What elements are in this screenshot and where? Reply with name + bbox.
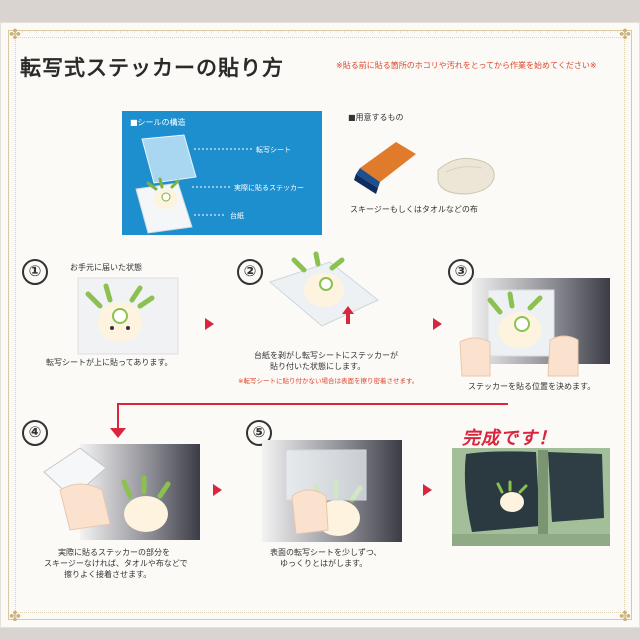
corner-ornament-icon: ✤ <box>619 609 631 625</box>
step-2-number: ② <box>237 259 263 285</box>
towel-icon <box>437 157 495 195</box>
step-3-number: ③ <box>448 259 474 285</box>
step-3-caption: ステッカーを貼る位置を決めます。 <box>468 382 596 391</box>
structure-title: ■シールの構造 <box>130 118 186 127</box>
preparation-notice: ※貼る前に貼る箇所のホコリや汚れをとってから作業を始めてください※ <box>336 61 597 70</box>
step-3-illustration <box>459 278 610 377</box>
label-sticker: 実際に貼るステッカー <box>234 184 304 192</box>
step-1-top-label: お手元に届いた状態 <box>70 263 142 272</box>
step-2-note: ※転写シートに貼り付かない場合は表面を擦り密着させます。 <box>238 377 419 385</box>
label-backing-paper: 台紙 <box>230 212 244 220</box>
step-1-caption: 転写シートが上に貼ってあります。 <box>46 358 173 367</box>
next-arrow-icon <box>433 318 442 330</box>
step-1-number: ① <box>22 259 48 285</box>
page-title: 転写式ステッカーの貼り方 <box>20 56 284 80</box>
sticker-structure-diagram: ■シールの構造 転写シート 実際に貼るステッカー 台紙 <box>122 111 322 235</box>
structure-illustration <box>135 134 252 234</box>
step-5-number: ⑤ <box>246 420 272 446</box>
step-5-caption-line-1: 表面の転写シートを少しずつ、 <box>270 548 382 557</box>
next-arrow-icon <box>423 484 432 496</box>
step-4-caption-line-2: スキージーなければ、タオルや布などで <box>44 559 188 568</box>
step-2-caption-line-2: 貼り付いた状態にします。 <box>270 362 366 371</box>
corner-ornament-icon: ✤ <box>9 609 21 625</box>
step-5-caption-line-2: ゆっくりとはがします。 <box>280 559 368 568</box>
connector-arrow-icon <box>110 403 508 438</box>
step-4-caption-line-3: 擦りよく接着させます。 <box>64 570 152 579</box>
squeegee-icon <box>354 142 416 194</box>
preparation-caption: スキージーもしくはタオルなどの布 <box>350 205 478 214</box>
corner-ornament-icon: ✤ <box>9 27 21 43</box>
step-2-illustration <box>268 251 379 327</box>
label-transfer-sheet: 転写シート <box>256 146 291 154</box>
step-4-number: ④ <box>22 420 48 446</box>
step-4-caption-line-1: 実際に貼るステッカーの部分を <box>58 548 170 557</box>
completion-label: 完成です！ <box>462 428 557 449</box>
preparation-title: ■用意するもの <box>348 113 404 122</box>
corner-ornament-icon: ✤ <box>619 27 631 43</box>
next-arrow-icon <box>205 318 214 330</box>
step-1-illustration <box>77 277 179 355</box>
next-arrow-icon <box>213 484 222 496</box>
step-5-illustration <box>262 440 402 542</box>
step-4-illustration <box>43 444 200 540</box>
step-2-caption-line-1: 台紙を剥がし転写シートにステッカーが <box>254 351 398 360</box>
car-window-illustration <box>452 448 610 546</box>
